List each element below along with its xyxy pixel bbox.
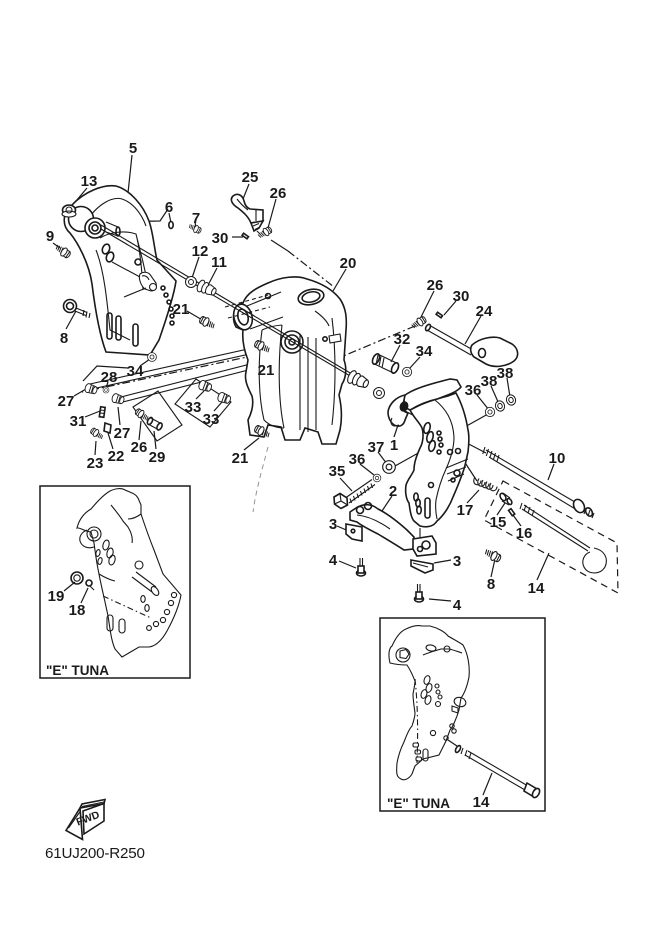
svg-text:34: 34	[127, 363, 144, 380]
svg-text:32: 32	[394, 331, 411, 348]
svg-text:20: 20	[340, 255, 357, 272]
svg-text:4: 4	[453, 597, 462, 614]
svg-text:14: 14	[528, 580, 545, 597]
svg-text:36: 36	[349, 451, 366, 468]
svg-text:30: 30	[212, 230, 229, 247]
svg-text:26: 26	[427, 277, 444, 294]
svg-text:4: 4	[329, 552, 338, 569]
svg-text:35: 35	[329, 463, 346, 480]
svg-text:25: 25	[242, 169, 259, 186]
svg-text:11: 11	[211, 254, 227, 271]
svg-text:16: 16	[516, 525, 533, 542]
svg-text:29: 29	[149, 449, 166, 466]
svg-text:23: 23	[87, 455, 104, 472]
svg-text:21: 21	[232, 450, 249, 467]
svg-text:3: 3	[329, 516, 337, 533]
svg-text:"E" TUNA: "E" TUNA	[46, 663, 109, 678]
svg-text:28: 28	[101, 369, 118, 386]
svg-text:27: 27	[114, 425, 131, 442]
svg-text:24: 24	[476, 303, 493, 320]
svg-text:8: 8	[487, 576, 495, 593]
svg-text:10: 10	[549, 450, 566, 467]
svg-text:27: 27	[58, 393, 75, 410]
svg-text:30: 30	[453, 288, 470, 305]
svg-text:37: 37	[368, 439, 385, 456]
svg-text:13: 13	[81, 173, 98, 190]
svg-text:7: 7	[192, 210, 200, 227]
svg-text:38: 38	[481, 373, 498, 390]
svg-text:9: 9	[46, 228, 54, 245]
svg-text:36: 36	[465, 382, 482, 399]
svg-text:22: 22	[108, 448, 125, 465]
svg-text:2: 2	[389, 483, 397, 500]
svg-text:31: 31	[70, 413, 87, 430]
svg-text:6: 6	[165, 199, 173, 216]
svg-text:26: 26	[270, 185, 287, 202]
svg-text:12: 12	[192, 243, 209, 260]
svg-text:38: 38	[497, 365, 514, 382]
svg-text:61UJ200-R250: 61UJ200-R250	[45, 845, 145, 862]
svg-text:14: 14	[473, 794, 490, 811]
svg-text:26: 26	[131, 439, 148, 456]
svg-text:33: 33	[185, 399, 202, 416]
svg-text:33: 33	[203, 411, 220, 428]
svg-text:18: 18	[69, 602, 86, 619]
svg-text:34: 34	[416, 343, 433, 360]
svg-text:"E" TUNA: "E" TUNA	[387, 796, 450, 811]
svg-text:3: 3	[453, 553, 461, 570]
svg-text:21: 21	[173, 301, 190, 318]
svg-text:19: 19	[48, 588, 65, 605]
svg-text:17: 17	[457, 502, 474, 519]
svg-text:5: 5	[129, 140, 137, 157]
svg-text:1: 1	[390, 437, 398, 454]
svg-text:15: 15	[490, 514, 507, 531]
svg-text:8: 8	[60, 330, 68, 347]
svg-text:21: 21	[258, 362, 275, 379]
